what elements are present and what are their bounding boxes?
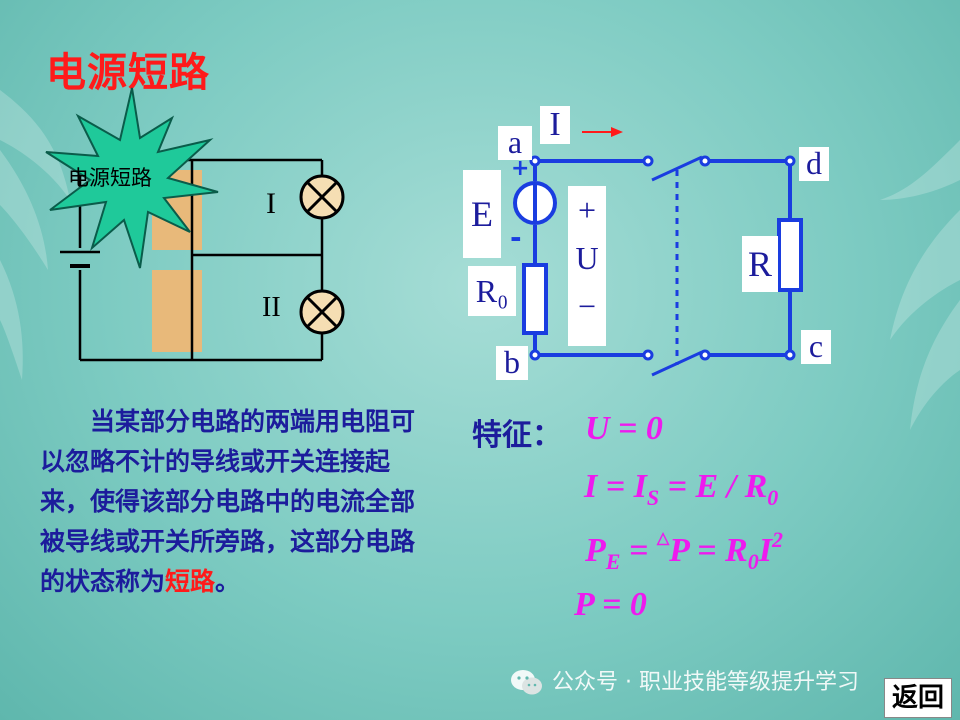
wechat-icon xyxy=(511,670,542,695)
formula-power-sub: 0 xyxy=(747,549,759,574)
load-resistor-label: R xyxy=(742,236,778,292)
formula-power-part: = xyxy=(620,532,657,569)
short-circuit-burst-icon xyxy=(45,87,219,269)
formula-power-sub: E xyxy=(605,549,621,574)
current-label: I xyxy=(540,106,570,144)
node-c-label: c xyxy=(801,330,831,364)
description-paragraph: 当某部分电路的两端用电阻可以忽略不计的导线或开关连接起来，使得该部分电路中的电流… xyxy=(40,402,430,602)
formula-power-sup: 2 xyxy=(771,527,783,552)
slide-title: 电源短路 xyxy=(46,50,210,96)
formula-power: PE = △P = R0I2 xyxy=(585,527,783,575)
voltage-source-icon xyxy=(513,181,557,225)
formula-voltage: U = 0 xyxy=(585,410,663,447)
watermark-text: 公众号 · 职业技能等级提升学习 xyxy=(552,670,859,695)
formula-load-power: P = 0 xyxy=(574,586,647,623)
description-text: 当某部分电路的两端用电阻可以忽略不计的导线或开关连接起来，使得该部分电路中的电流… xyxy=(40,407,416,596)
lamp-icon xyxy=(299,289,345,335)
voltage-indicator: + U − xyxy=(568,186,606,346)
source-e-label: E xyxy=(463,170,501,258)
formula-current-sub: 0 xyxy=(767,485,779,510)
formula-current: I = IS = E / R0 xyxy=(584,468,778,511)
formula-power-part: I xyxy=(758,532,772,569)
return-button[interactable]: 返回 xyxy=(884,678,952,718)
lamp2-label: II xyxy=(262,292,281,323)
formula-current-part: = E / R xyxy=(659,468,768,505)
lamp-icon xyxy=(299,174,345,220)
lamp1-label: I xyxy=(266,187,276,220)
load-resistor-icon xyxy=(777,218,803,292)
formula-power-part: P = R xyxy=(669,532,748,569)
voltage-plus-sign: + xyxy=(577,192,597,228)
left-circuit-diagram: 电源短路 I II xyxy=(45,87,345,362)
right-circuit-diagram: + - xyxy=(510,127,803,377)
watermark: 公众号 · 职业技能等级提升学习 xyxy=(510,664,859,698)
source-minus-sign: - xyxy=(510,221,522,254)
internal-resistor-icon xyxy=(522,263,548,335)
current-arrow-icon xyxy=(582,127,623,137)
node-a-label: a xyxy=(498,126,532,160)
description-period: 。 xyxy=(215,567,241,596)
formula-current-sub: S xyxy=(646,485,660,510)
source-plus-sign: + xyxy=(511,156,529,181)
formula-current-part: I = I xyxy=(584,468,647,505)
description-highlight: 短路 xyxy=(165,567,216,596)
node-b-label: b xyxy=(496,346,528,380)
internal-resistor-label: R₀ xyxy=(468,266,516,316)
features-label: 特征： xyxy=(472,418,562,453)
wire-bridge-lower xyxy=(152,270,202,352)
burst-label: 电源短路 xyxy=(68,166,152,190)
delta-icon: △ xyxy=(656,530,670,547)
formula-power-part: P xyxy=(585,532,606,569)
voltage-minus-sign: − xyxy=(577,288,597,324)
node-d-label: d xyxy=(799,147,829,181)
voltage-u-label: U xyxy=(575,240,599,276)
